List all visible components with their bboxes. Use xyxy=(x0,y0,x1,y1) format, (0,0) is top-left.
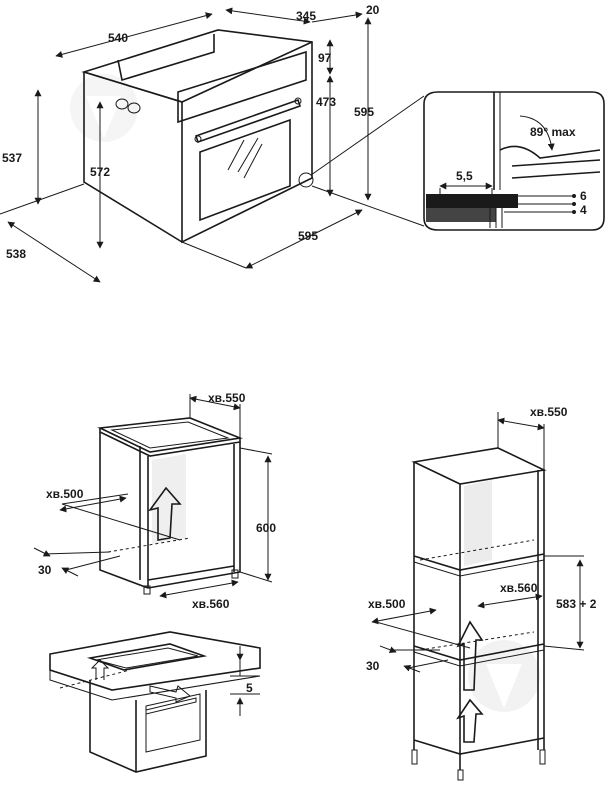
under-dim-30: 30 xyxy=(38,563,52,577)
tall-dim-500: хв.500 xyxy=(368,597,406,611)
countertop-dim-5: 5 xyxy=(246,681,253,695)
under-dim-500: хв.500 xyxy=(46,487,84,501)
under-counter-niche: хв.550 хв.500 600 30 хв.560 xyxy=(33,391,276,611)
tall-dim-583: 583 + 2 xyxy=(556,597,597,611)
watermark-logo-icon xyxy=(70,74,138,142)
dim-20: 20 xyxy=(366,3,380,17)
under-dim-550: хв.550 xyxy=(208,391,246,405)
tall-dim-30: 30 xyxy=(366,659,380,673)
dim-473: 473 xyxy=(316,95,336,109)
detail-4: 4 xyxy=(580,203,587,217)
dim-537: 537 xyxy=(2,151,22,165)
dim-538: 538 xyxy=(6,247,26,261)
dim-595-vertical: 595 xyxy=(354,105,374,119)
detail-gap: 5,5 xyxy=(456,169,473,183)
dim-572: 572 xyxy=(90,165,110,179)
under-dim-560: хв.560 xyxy=(192,597,230,611)
dim-345: 345 xyxy=(296,9,316,23)
countertop-with-oven: 5 xyxy=(49,631,261,773)
dim-595-horizontal: 595 xyxy=(298,229,318,243)
watermark-logo-icon-2 xyxy=(468,640,540,712)
tall-column-niche: хв.550 хв.560 583 + 2 хв.500 30 xyxy=(366,405,597,781)
under-dim-600: 600 xyxy=(256,521,276,535)
oven-drawing: 540 345 20 97 473 595 537 572 538 595 xyxy=(0,3,425,283)
dim-540: 540 xyxy=(108,31,128,45)
detail-angle: 89° max xyxy=(530,125,576,139)
detail-6: 6 xyxy=(580,189,587,203)
tall-dim-550: хв.550 xyxy=(530,405,568,419)
tall-dim-560: хв.560 xyxy=(500,581,538,595)
dim-97: 97 xyxy=(318,51,332,65)
hinge-detail: 89° max 5,5 6 4 xyxy=(423,91,605,231)
